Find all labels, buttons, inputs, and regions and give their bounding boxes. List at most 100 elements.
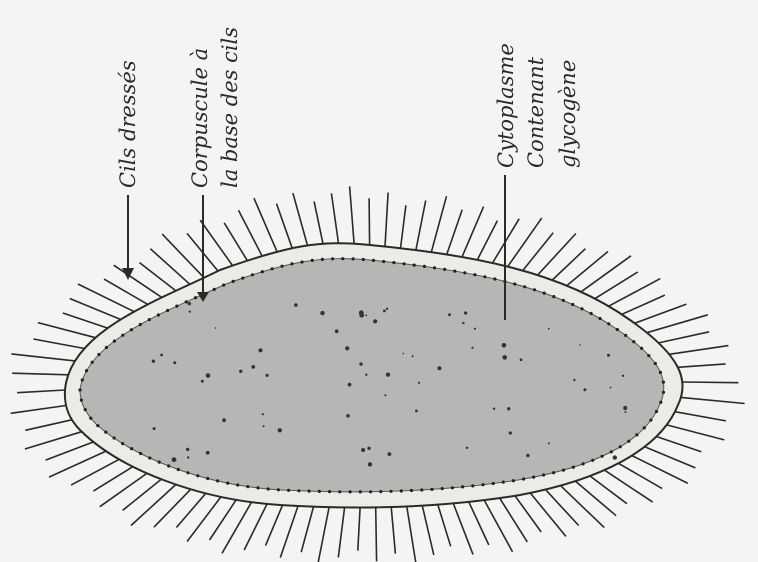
- basal-corpuscle-dot: [654, 362, 657, 365]
- cilium: [244, 504, 267, 550]
- granule: [206, 451, 210, 455]
- basal-corpuscle-dot: [627, 440, 630, 443]
- basal-corpuscle-dot: [591, 459, 594, 462]
- cilium: [46, 442, 94, 460]
- basal-corpuscle-dot: [481, 483, 484, 486]
- basal-corpuscle-dot: [523, 285, 526, 288]
- cilium: [12, 373, 68, 375]
- granule: [239, 370, 242, 373]
- basal-corpuscle-dot: [382, 260, 385, 263]
- cilium: [38, 323, 96, 338]
- cilium: [401, 205, 406, 248]
- granule: [415, 410, 418, 413]
- basal-corpuscle-dot: [659, 401, 662, 404]
- cilium: [11, 354, 75, 361]
- cilium: [33, 339, 84, 349]
- basal-corpuscle-dot: [607, 322, 610, 325]
- cilium: [590, 476, 627, 504]
- basal-corpuscle-dot: [580, 307, 583, 310]
- basal-corpuscle-dot: [502, 481, 505, 484]
- basal-corpuscle-dot: [321, 258, 324, 261]
- basal-corpuscle-dot: [80, 399, 83, 402]
- granule: [172, 457, 177, 462]
- basal-corpuscle-dot: [166, 309, 169, 312]
- cilium: [187, 497, 221, 542]
- cilium: [224, 223, 247, 261]
- cilium: [678, 364, 726, 367]
- basal-corpuscle-dot: [392, 261, 395, 264]
- cilium: [530, 493, 566, 536]
- basal-corpuscle-dot: [236, 483, 239, 486]
- granule: [222, 418, 226, 422]
- basal-corpuscle-dot: [389, 490, 392, 493]
- basal-corpuscle-dot: [532, 476, 535, 479]
- basal-corpuscle-dot: [328, 490, 331, 493]
- cilium: [350, 186, 355, 243]
- basal-corpuscle-dot: [610, 450, 613, 453]
- granule: [206, 373, 211, 378]
- cilium: [447, 210, 463, 255]
- granule: [368, 462, 372, 466]
- basal-corpuscle-dot: [655, 410, 658, 413]
- basal-corpuscle-dot: [451, 486, 454, 489]
- granule: [502, 343, 507, 348]
- basal-corpuscle-dot: [513, 282, 516, 285]
- cilium: [131, 485, 176, 526]
- label-cils-dresses: Cils dressés: [116, 60, 140, 188]
- cilium: [369, 198, 370, 245]
- basal-corpuscle-dot: [522, 477, 525, 480]
- cilium: [462, 207, 484, 257]
- basal-corpuscle-dot: [277, 488, 280, 491]
- basal-corpuscle-dot: [226, 482, 229, 485]
- granule: [359, 362, 362, 365]
- cilium: [609, 279, 661, 307]
- granule: [359, 310, 364, 315]
- cilium: [154, 489, 191, 527]
- basal-corpuscle-dot: [251, 273, 254, 276]
- granule: [153, 427, 156, 430]
- cilium: [431, 196, 446, 252]
- basal-corpuscle-dot: [512, 479, 515, 482]
- basal-corpuscle-dot: [331, 257, 334, 260]
- basal-corpuscle-dot: [372, 259, 375, 262]
- granule: [466, 447, 468, 449]
- basal-corpuscle-dot: [423, 265, 426, 268]
- cilium: [200, 220, 232, 266]
- cilium: [647, 315, 708, 333]
- cilium: [318, 507, 329, 562]
- basal-corpuscle-dot: [571, 303, 574, 306]
- granule: [502, 355, 507, 360]
- cilium: [277, 204, 293, 249]
- basal-corpuscle-dot: [213, 288, 216, 291]
- cilium: [331, 193, 338, 243]
- basal-corpuscle-dot: [271, 267, 274, 270]
- granule: [412, 355, 414, 357]
- granule: [294, 303, 298, 307]
- basal-corpuscle-dot: [598, 317, 601, 320]
- granule: [526, 454, 529, 457]
- cilium: [656, 437, 701, 452]
- basal-corpuscle-dot: [453, 270, 456, 273]
- cilium: [150, 249, 190, 285]
- cilium: [25, 432, 82, 449]
- basal-corpuscle-dot: [640, 347, 643, 350]
- granule: [373, 319, 377, 323]
- granule: [262, 413, 264, 415]
- granule: [548, 328, 550, 330]
- basal-corpuscle-dot: [413, 264, 416, 267]
- basal-corpuscle-dot: [443, 268, 446, 271]
- basal-corpuscle-dot: [659, 371, 662, 374]
- granule: [462, 322, 464, 324]
- basal-corpuscle-dot: [256, 486, 259, 489]
- basal-corpuscle-dot: [349, 490, 352, 493]
- basal-corpuscle-dot: [662, 381, 665, 384]
- granule: [320, 311, 324, 315]
- granule: [346, 414, 350, 418]
- basal-corpuscle-dot: [104, 431, 107, 434]
- granule: [464, 311, 467, 314]
- basal-corpuscle-dot: [97, 353, 100, 356]
- basal-corpuscle-dot: [359, 490, 362, 493]
- granule: [187, 456, 189, 458]
- granule: [437, 366, 441, 370]
- cilium: [114, 265, 162, 297]
